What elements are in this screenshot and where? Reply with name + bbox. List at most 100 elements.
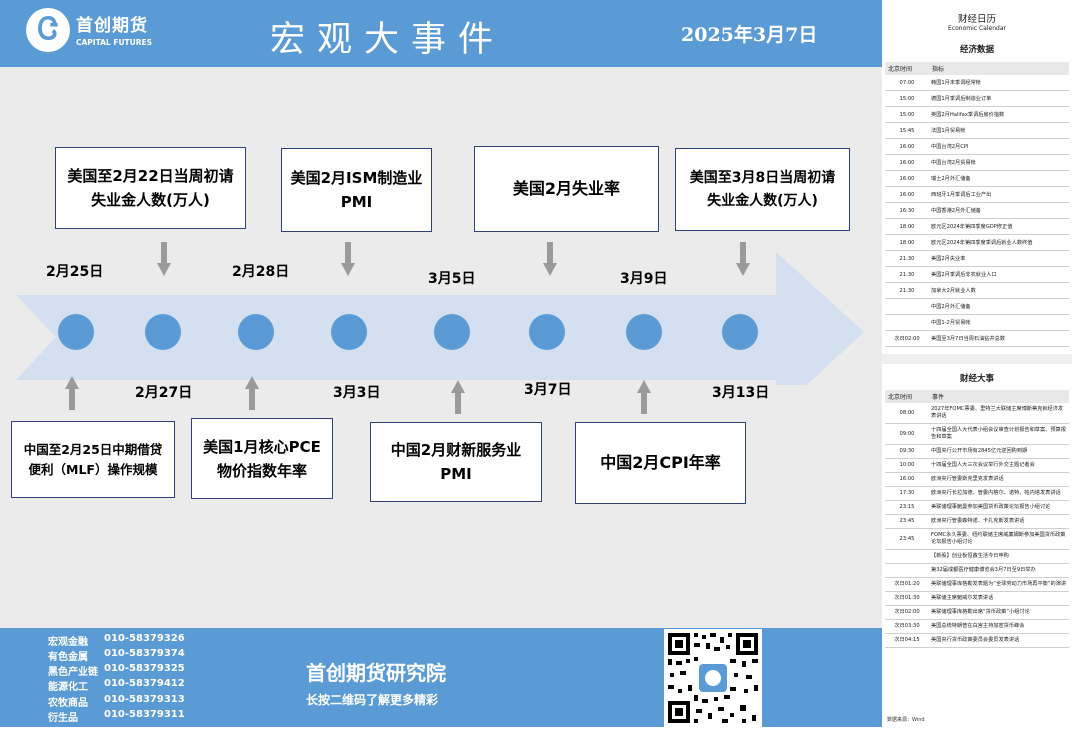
row-time: 18:00	[885, 218, 929, 235]
contact-dept: 农牧商品	[48, 698, 88, 709]
table-header-row: 北京时间 指标	[885, 62, 1069, 75]
event-box-bottom: 中国2月财新服务业PMI	[370, 422, 542, 502]
event-text: 美国至2月22日当周初请失业金人数(万人)	[67, 167, 234, 209]
up-arrow-icon	[637, 380, 651, 414]
row-text: 美国2月季调后非农就业人口	[929, 266, 1069, 283]
row-time: 23:45	[885, 528, 929, 551]
report-date: 2025年3月7日	[681, 24, 818, 46]
contact-phone: 010-58379326	[104, 633, 185, 644]
row-text: 中国央行公开市场有2845亿元逆回购到期	[929, 444, 1069, 460]
date-label: 3月3日	[333, 385, 381, 401]
contact-dept: 衍生品	[48, 713, 78, 724]
slogan-text: 长按二维码了解更多精彩	[306, 693, 439, 707]
timeline-dot	[722, 314, 758, 350]
row-time	[885, 563, 929, 579]
swirl-logo-icon: Ꮳ	[26, 8, 70, 52]
institute-name: 首创期货研究院	[306, 661, 446, 685]
row-time: 10:00	[885, 458, 929, 474]
row-text: 欧洲央行长拉加德、管委内格尔、诺特、帕内塔发表讲话	[929, 486, 1069, 502]
down-arrow-icon	[736, 242, 750, 276]
row-time: 16:00	[885, 472, 929, 488]
event-text: 中国至2月25日中期借贷便利（MLF）操作规模	[23, 441, 163, 477]
col-indicator-header: 指标	[929, 62, 1069, 75]
row-time: 17:30	[885, 486, 929, 502]
row-text: 中国香港2月外汇储备	[929, 202, 1069, 219]
row-text: 第32届成都医疗健康博览会3月7日至9日举办	[929, 563, 1069, 579]
section-divider	[882, 354, 1072, 364]
timeline-dot	[529, 314, 565, 350]
row-text: 加拿大2月就业人数	[929, 282, 1069, 299]
event-box-bottom: 中国2月CPI年率	[575, 422, 746, 504]
row-time: 次日02:00	[885, 330, 929, 347]
row-time: 15:45	[885, 122, 929, 139]
event-box-top: 美国2月ISM制造业PMI	[281, 148, 432, 232]
header-bar: Ꮳ 首创期货 CAPITAL FUTURES 宏观大事件 2025年3月7日	[0, 0, 882, 67]
date-label: 3月13日	[712, 385, 770, 401]
event-box-top: 美国至3月8日当周初请失业金人数(万人)	[675, 148, 850, 231]
row-time: 21:30	[885, 282, 929, 299]
event-text: 美国至3月8日当周初请失业金人数(万人)	[689, 170, 836, 209]
main-panel: Ꮳ 首创期货 CAPITAL FUTURES 宏观大事件 2025年3月7日 美…	[0, 0, 882, 727]
row-time: 15:00	[885, 106, 929, 123]
col-time-header: 北京时间	[885, 390, 929, 403]
logo-en-text: CAPITAL FUTURES	[76, 38, 153, 47]
timeline-dot	[626, 314, 662, 350]
page-title: 宏观大事件	[270, 20, 506, 60]
calendar-subtitle: Economic Calendar	[948, 25, 1006, 32]
timeline-dot	[238, 314, 274, 350]
contact-line: 农牧商品 010-58379313	[48, 694, 185, 709]
row-time: 次日04:15	[885, 633, 929, 649]
table-row: 中国2月外汇储备	[885, 298, 1069, 315]
row-text: 十四届全国人大代表小组会议审查计划报告和草案、预算报告和草案	[929, 423, 1069, 446]
calendar-title: 财经日历	[957, 14, 996, 25]
row-text: 欧洲央行管委森特诺、卡扎克斯发表讲话	[929, 514, 1069, 530]
table-header-row: 北京时间 事件	[885, 390, 1069, 403]
contact-dept: 黑色产业链	[48, 667, 98, 678]
econ-section-title: 经济数据	[959, 45, 994, 55]
event-text: 美国2月ISM制造业PMI	[290, 169, 423, 211]
row-text: 欧元区2024年第四季度GDP修正值	[929, 218, 1069, 235]
date-label: 2月25日	[46, 264, 104, 280]
row-text: 中国台湾2月贸易帐	[929, 154, 1069, 171]
contact-phone: 010-58379313	[104, 694, 185, 705]
row-text: 韩国1月末季调经常帐	[929, 75, 1069, 91]
timeline-dot	[331, 314, 367, 350]
row-time: 21:30	[885, 266, 929, 283]
row-time: 23:15	[885, 500, 929, 516]
row-text: 中国1-2月贸易帐	[929, 314, 1069, 331]
contact-dept: 宏观金融	[48, 637, 88, 648]
row-text: 美联储理事鲍曼参加美国货币政策论坛报告小组讨论	[929, 500, 1069, 516]
row-text: 美国央行货币政策委员会委员发表讲话	[929, 633, 1069, 649]
logo-cn-text: 首创期货	[76, 16, 148, 36]
row-time: 16:00	[885, 170, 929, 187]
row-time: 次日02:00	[885, 605, 929, 621]
qr-code-icon[interactable]	[664, 629, 762, 727]
event-text: 中国2月CPI年率	[600, 453, 721, 473]
brand-logo: Ꮳ 首创期货 CAPITAL FUTURES	[26, 8, 153, 54]
row-time: 16:00	[885, 154, 929, 171]
row-text: 英国2月Halifax季调后房价指数	[929, 106, 1069, 123]
row-text: 欧元区2024年第四季度季调后就业人数终值	[929, 234, 1069, 251]
table-row: 中国1-2月贸易帐	[885, 314, 1069, 331]
up-arrow-icon	[65, 376, 79, 410]
